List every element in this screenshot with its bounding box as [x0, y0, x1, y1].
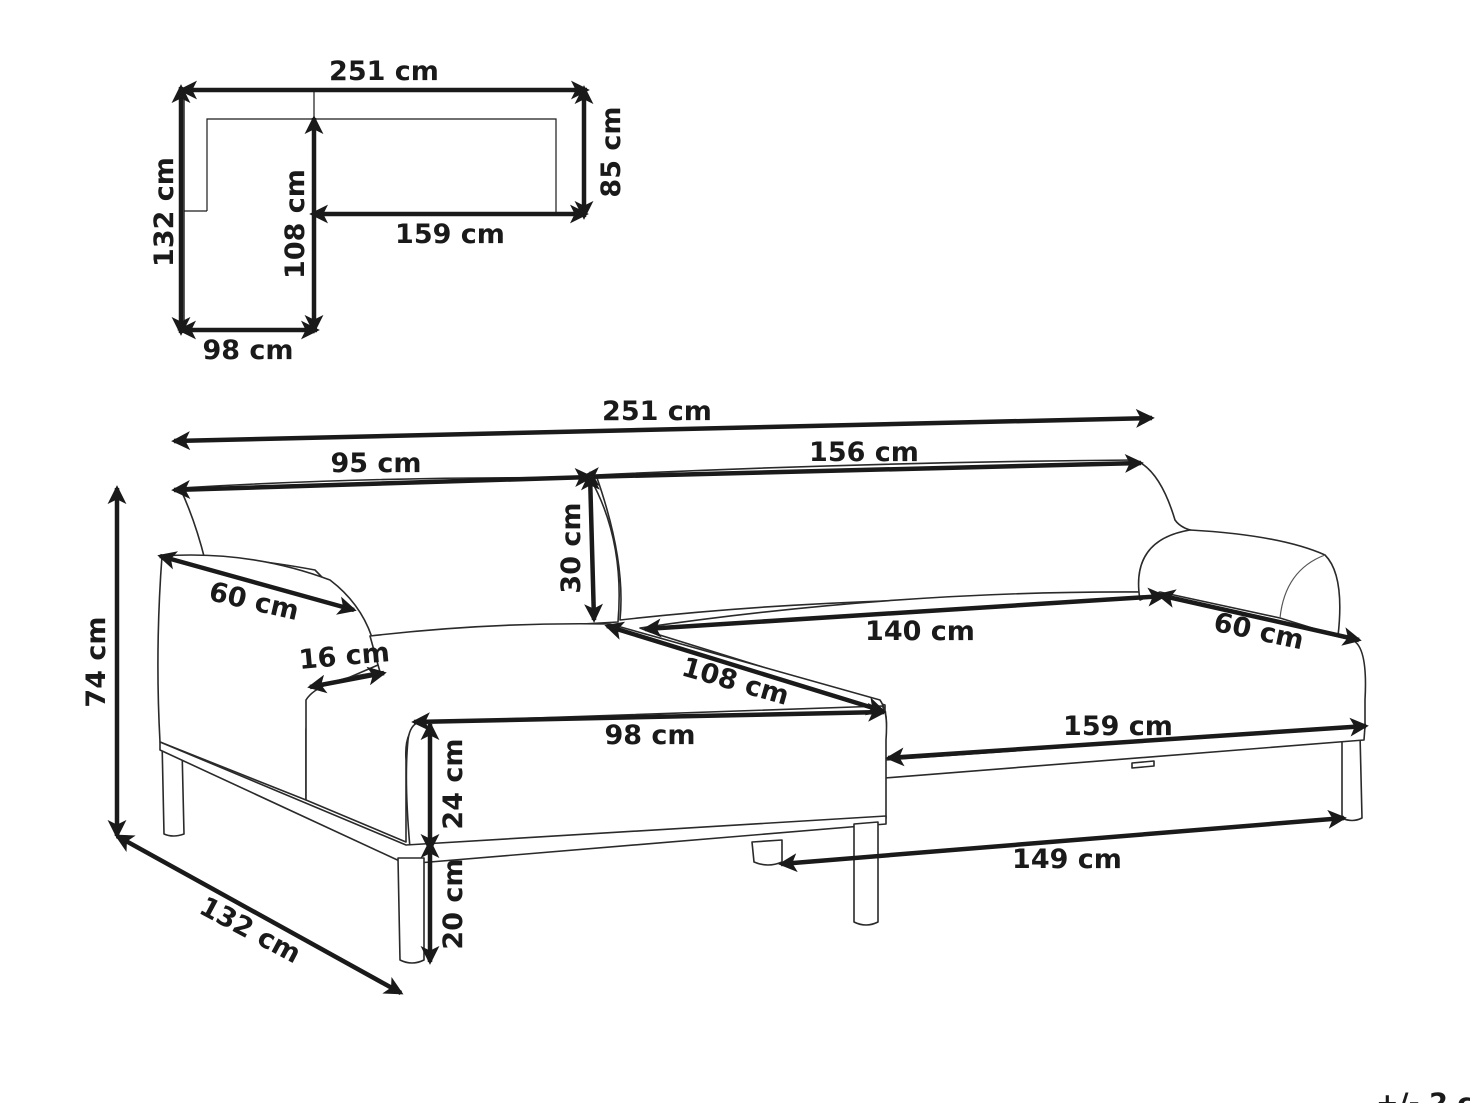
seat-front-width-dimension — [885, 717, 1369, 767]
armrest-width-dimension — [307, 666, 387, 694]
chaise-module-width-dimension — [171, 468, 594, 499]
backrest-height-label: 30 cm — [556, 502, 587, 593]
sofa-module-width-dimension — [580, 453, 1144, 487]
seat-height-label: 24 cm — [438, 738, 469, 829]
top-right-section-label: 159 cm — [395, 219, 505, 250]
leg-span-dimension — [778, 809, 1347, 873]
armrest-depth-right-dimension — [1156, 589, 1362, 646]
front-total-depth-dimension — [114, 834, 404, 995]
top-width-label: 251 cm — [329, 56, 439, 87]
top-view: 251 cm 85 cm 132 cm 108 cm 159 cm 98 cm — [149, 56, 627, 366]
leg-span-label: 149 cm — [1012, 844, 1122, 875]
total-height-label: 74 cm — [81, 616, 112, 707]
front-total-width-dimension — [171, 408, 1155, 451]
chaise-front-width-dimension — [411, 702, 887, 732]
seat-width-label: 140 cm — [865, 616, 975, 647]
chaise-seat-depth-dimension — [604, 621, 886, 716]
backrest-height-dimension — [580, 471, 604, 623]
front-total-width-label: 251 cm — [602, 396, 712, 427]
center-leg — [751, 839, 783, 866]
top-view-outline — [183, 89, 585, 331]
top-depth-right-label: 85 cm — [596, 106, 627, 197]
top-view-inner-backrest — [206, 118, 557, 214]
armrest-depth-left-dimension — [157, 551, 357, 615]
drawer-handle — [1131, 760, 1155, 769]
front-dimensions — [107, 408, 1369, 995]
tolerance-note: +/- 2 cm — [1376, 1088, 1470, 1103]
seat-front-width-label: 159 cm — [1063, 711, 1173, 742]
leg-height-label: 20 cm — [438, 858, 469, 949]
back-leg-right — [1341, 733, 1363, 822]
front-leg-left — [397, 857, 425, 964]
sofa-drawing — [157, 459, 1367, 964]
top-chaise-width-label: 98 cm — [202, 335, 293, 366]
chaise-front-width-label: 98 cm — [604, 720, 695, 751]
front-leg-right — [853, 821, 879, 926]
top-inner-depth-label: 108 cm — [280, 169, 311, 279]
top-total-depth-label: 132 cm — [149, 157, 180, 267]
armrest-width-label: 16 cm — [298, 637, 391, 676]
seat-width-dimension — [642, 587, 1167, 638]
sofa-module-width-label: 156 cm — [809, 437, 919, 468]
chaise-module-width-label: 95 cm — [330, 448, 421, 479]
